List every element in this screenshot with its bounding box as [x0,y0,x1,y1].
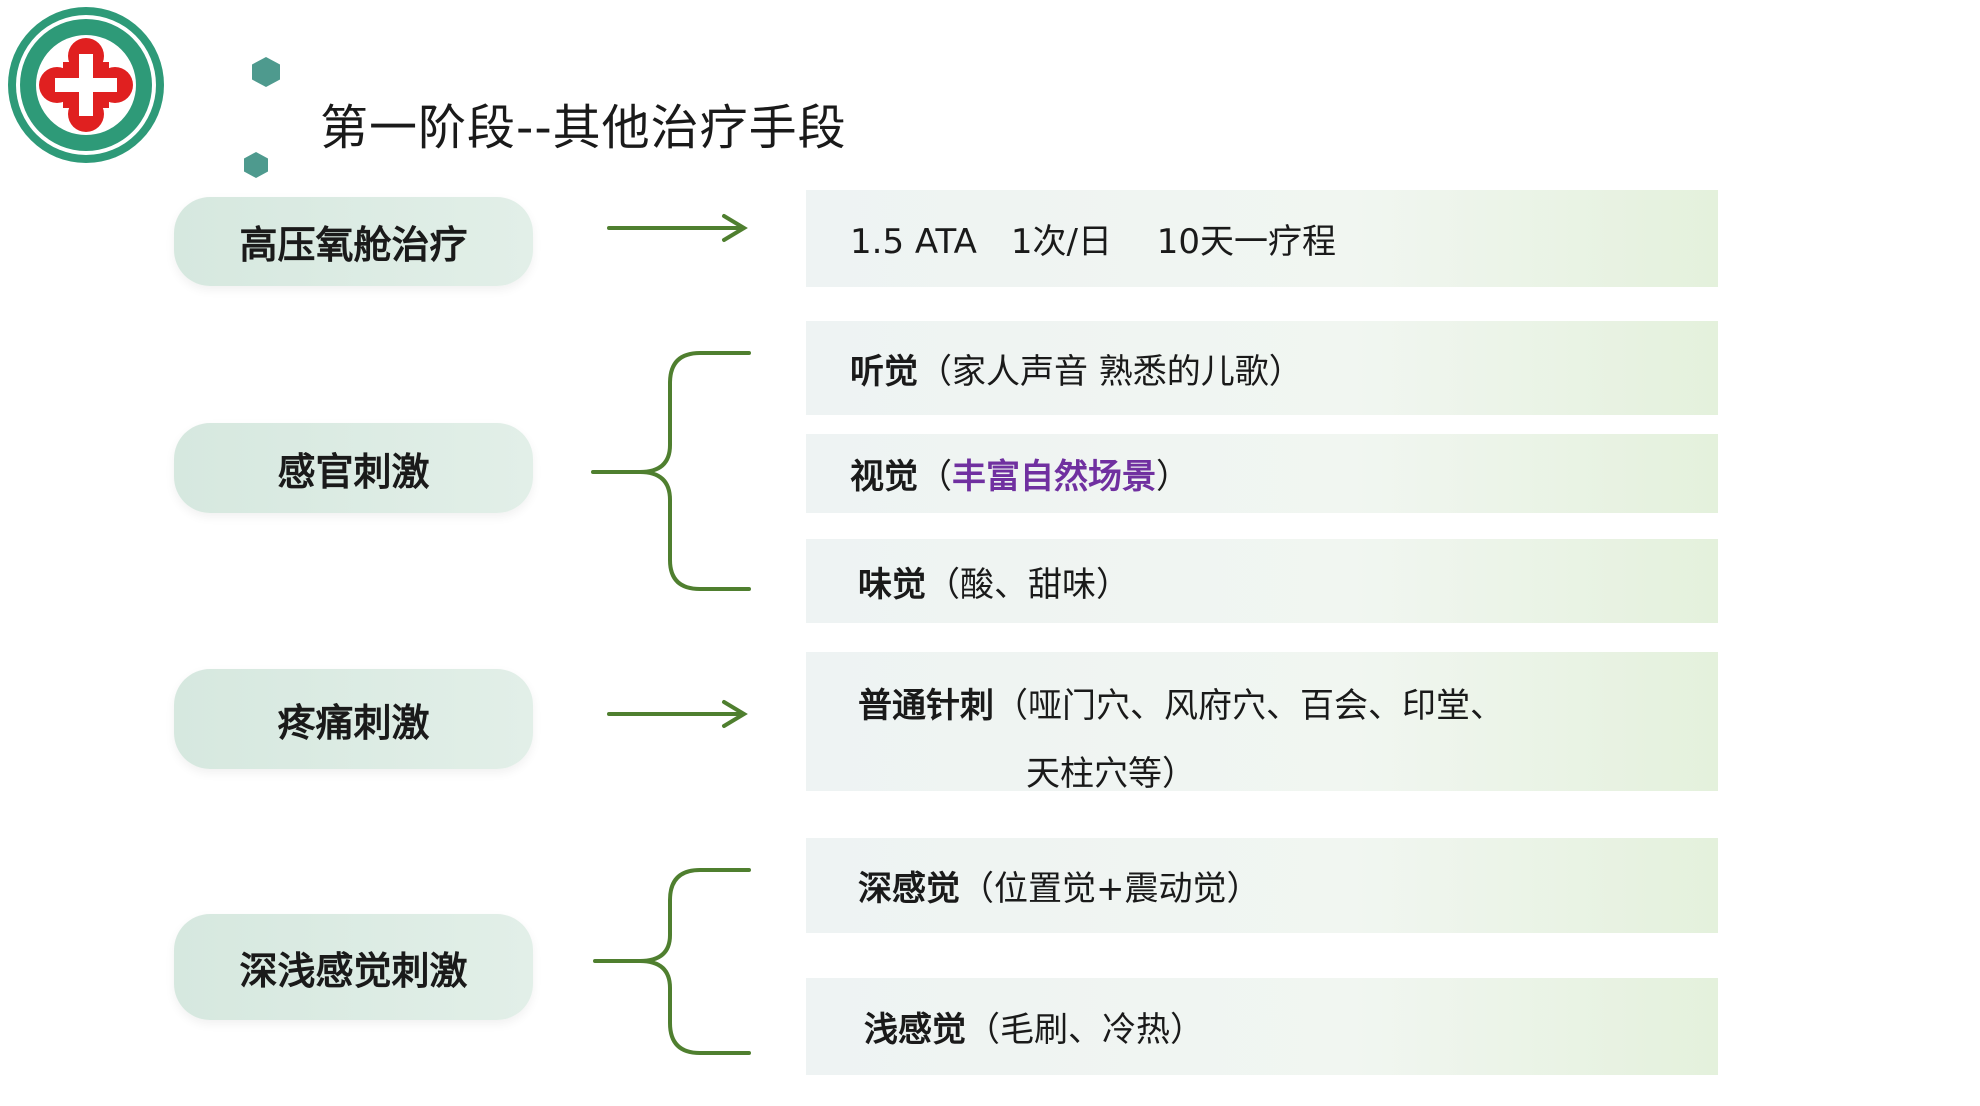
detail-text: 天柱穴等） [1026,754,1196,794]
detail-text: 1.5 ATA 1次/日 10天一疗程 [850,222,1337,262]
detail-hyperbaric: 1.5 ATA 1次/日 10天一疗程 [806,190,1718,287]
category-sensory-stimulation: 感官刺激 [174,423,533,513]
category-hyperbaric-oxygen: 高压氧舱治疗 [174,197,533,286]
hospital-logo [8,7,164,163]
detail-vision: 视觉（丰富自然场景） [806,434,1718,513]
detail-text: （毛刷、冷热） [966,1010,1204,1050]
detail-text: （哑门穴、风府穴、百会、印堂、 [994,686,1504,726]
detail-hearing: 听觉（家人声音 熟悉的儿歌） [806,321,1718,415]
paren: ） [1156,457,1190,497]
category-label: 深浅感觉刺激 [239,948,468,993]
detail-acupuncture: 普通针刺（哑门穴、风府穴、百会、印堂、天柱穴等） [806,652,1718,794]
detail-shallow-sensation: 浅感觉（毛刷、冷热） [806,978,1718,1075]
detail-head: 听觉 [850,351,918,392]
detail-deep-sensation: 深感觉（位置觉+震动觉） [806,838,1718,933]
detail-head: 味觉 [858,564,926,605]
detail-head: 视觉 [850,457,918,497]
detail-text: （位置觉+震动觉） [960,869,1261,909]
detail-taste: 味觉（酸、甜味） [806,539,1718,623]
detail-text: （酸、甜味） [926,564,1130,605]
page-title: 第一阶段--其他治疗手段 [320,100,847,156]
category-deep-shallow-sensation: 深浅感觉刺激 [174,914,533,1020]
highlight-text: 丰富自然场景 [952,457,1156,497]
brace-icon [591,351,751,591]
category-label: 疼痛刺激 [277,700,430,745]
paren: （ [918,457,952,497]
category-pain-stimulation: 疼痛刺激 [174,669,533,769]
category-label: 高压氧舱治疗 [239,223,468,267]
brace-icon [593,868,751,1055]
category-label: 感官刺激 [277,449,430,494]
detail-head: 深感觉 [858,869,960,909]
arrow-right-icon [607,700,748,728]
detail-head: 普通针刺 [858,686,994,726]
detail-text: （家人声音 熟悉的儿歌） [918,351,1303,392]
arrow-right-icon [607,214,748,242]
detail-head: 浅感觉 [864,1010,966,1050]
